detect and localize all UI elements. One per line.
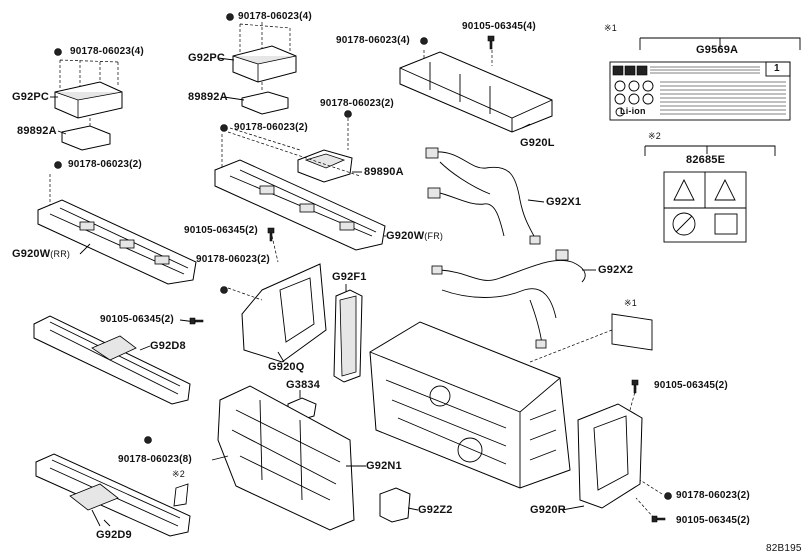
label-90105-06345-2-b: 90105-06345(2) xyxy=(100,314,174,325)
bolt-icon xyxy=(631,379,639,394)
bolt-icon xyxy=(487,35,495,50)
label-90178-06023-4-c: 90178-06023(4) xyxy=(336,35,410,46)
nut-icon xyxy=(226,13,234,21)
bracket-g920r xyxy=(577,387,663,519)
label-g92f1: G92F1 xyxy=(332,271,367,283)
label-g3834: G3834 xyxy=(286,379,321,391)
battery-label-82685e xyxy=(644,145,776,243)
nut-icon xyxy=(344,110,352,118)
rail-g92d8 xyxy=(33,315,191,405)
label-90178-06023-2-c: 90178-06023(2) xyxy=(320,98,394,109)
nut-icon xyxy=(54,48,62,56)
label-g920l: G920L xyxy=(520,137,555,149)
label-g920r: G920R xyxy=(530,504,566,516)
nut-icon xyxy=(664,492,672,500)
nut-icon xyxy=(54,161,62,169)
label-89892a-left: 89892A xyxy=(17,125,57,137)
label-g9569a: G9569A xyxy=(696,44,739,56)
connector-g92pc-top xyxy=(232,22,297,115)
label-g92pc-top: G92PC xyxy=(188,52,226,64)
leader-lines xyxy=(50,57,596,527)
frame-g92n1 xyxy=(217,385,355,531)
label-90178-06023-2-d: 90178-06023(2) xyxy=(196,254,270,265)
label-sheet-1: 1 xyxy=(774,63,780,74)
diagram-code: 82B195 xyxy=(766,543,802,554)
label-90105-06345-2-a: 90105-06345(2) xyxy=(184,225,258,236)
rail-g92d9 xyxy=(35,453,191,537)
label-note2-small xyxy=(173,483,189,507)
nut-icon xyxy=(220,124,228,132)
note-2-top: ※2 xyxy=(648,131,661,141)
label-90178-06023-2-b: 90178-06023(2) xyxy=(234,122,308,133)
label-g920w-rr: G920W(RR) xyxy=(12,248,71,260)
tray-g920w-fr xyxy=(214,131,386,251)
bracket-g920q xyxy=(227,235,327,363)
bolt-icon xyxy=(651,515,666,523)
label-90105-06345-2-c: 90105-06345(2) xyxy=(654,380,728,391)
nut-icon xyxy=(420,37,428,45)
label-89890a: 89890A xyxy=(364,166,404,178)
label-g92d8: G92D8 xyxy=(150,340,186,352)
label-li-ion: Li-ion xyxy=(620,106,646,116)
caution-label-g9569a xyxy=(609,37,801,121)
connector-g92pc-left xyxy=(54,59,123,151)
label-g92n1: G92N1 xyxy=(366,460,402,472)
label-90178-06023-2-a: 90178-06023(2) xyxy=(68,159,142,170)
nut-icon xyxy=(144,436,152,444)
note-2-bottom: ※2 xyxy=(172,469,185,479)
label-90105-06345-4: 90105-06345(4) xyxy=(462,21,536,32)
label-g92d9: G92D9 xyxy=(96,529,132,541)
harness-g92x2 xyxy=(431,249,586,349)
label-g92z2: G92Z2 xyxy=(418,504,453,516)
note-1-mid: ※1 xyxy=(624,298,637,308)
label-90178-06023-4-top: 90178-06023(4) xyxy=(238,11,312,22)
bolt-icon xyxy=(189,317,204,325)
label-g920q: G920Q xyxy=(268,361,305,373)
label-90178-06023-2-e: 90178-06023(2) xyxy=(676,490,750,501)
tray-g920w-rr xyxy=(37,174,197,285)
label-89892a-top: 89892A xyxy=(188,91,228,103)
label-g92pc-left: G92PC xyxy=(12,91,50,103)
label-90178-06023-4-left: 90178-06023(4) xyxy=(70,46,144,57)
bolt-icon xyxy=(267,227,275,242)
note-1-top: ※1 xyxy=(604,23,617,33)
harness-g92x1 xyxy=(425,147,541,245)
module-89890a xyxy=(229,118,353,183)
cover-g920l xyxy=(399,50,553,133)
label-90105-06345-2-d: 90105-06345(2) xyxy=(676,515,750,526)
label-g92x1: G92X1 xyxy=(546,196,582,208)
label-note1-square xyxy=(529,313,653,363)
label-82685e: 82685E xyxy=(686,154,726,166)
part-g92f1 xyxy=(333,289,363,383)
nut-icon xyxy=(220,286,228,294)
label-90178-06023-8: 90178-06023(8) xyxy=(118,454,192,465)
part-g92z2 xyxy=(379,487,411,523)
battery-assembly xyxy=(369,321,571,489)
label-g920w-fr: G920W(FR) xyxy=(386,230,444,242)
fasteners xyxy=(54,13,672,523)
label-g92x2: G92X2 xyxy=(598,264,634,276)
